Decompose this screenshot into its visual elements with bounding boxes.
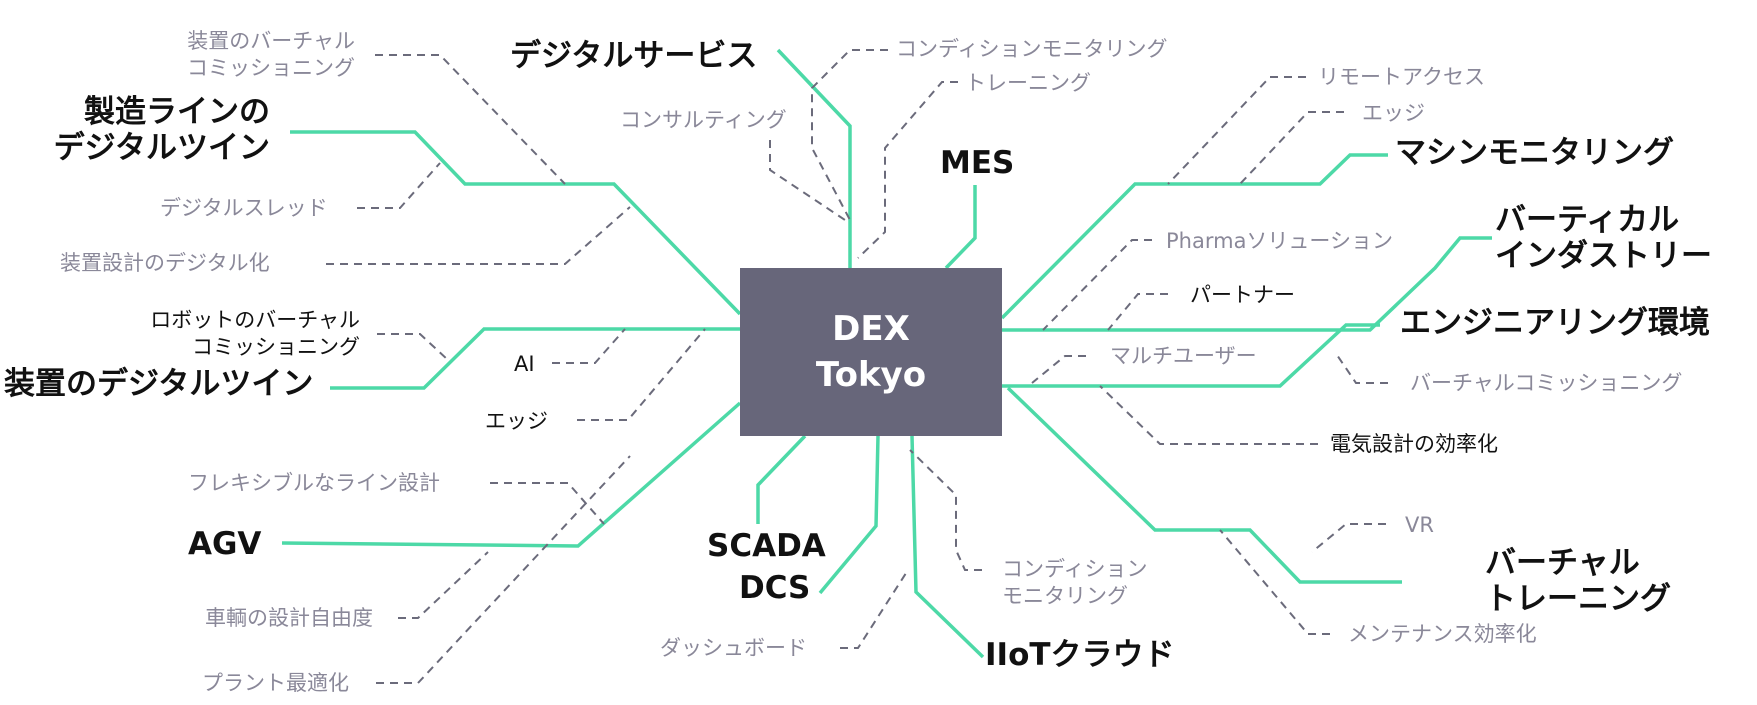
link-pharma-solution (1042, 239, 1152, 331)
link-dcs (818, 435, 880, 595)
sub-dashboard: ダッシュボード (660, 636, 807, 660)
sub-remote-access: リモートアクセス (1318, 65, 1485, 89)
sub-condition-monitoring-top: コンディションモニタリング (896, 37, 1168, 61)
topic-mes: MES (940, 145, 1015, 181)
link-partner (1107, 293, 1168, 331)
topic-agv: AGV (188, 526, 262, 562)
link-ai (552, 328, 626, 364)
link-machine-monitoring (1000, 153, 1388, 320)
sub-equip-design-digitalization: 装置設計のデジタル化 (60, 251, 270, 275)
sub-maintenance-efficiency: メンテナンス効率化 (1348, 622, 1537, 646)
link-equip-virtual-commissioning (375, 54, 566, 185)
link-plant-optimization (376, 455, 631, 684)
sub-edge-left: エッジ (485, 409, 548, 433)
sub-training: トレーニング (965, 71, 1091, 95)
link-consulting (769, 140, 849, 223)
link-multi-user (1031, 355, 1086, 384)
sub-plant-optimization: プラント最適化 (202, 671, 349, 695)
link-equipment-twin (330, 327, 740, 390)
topic-iiot-cloud: IIoTクラウド (985, 637, 1175, 673)
sub-pharma-solution: Pharmaソリューション (1166, 229, 1394, 253)
sub-edge-right: エッジ (1362, 101, 1425, 125)
topic-equipment-twin: 装置のデジタルツイン (4, 366, 314, 402)
link-digital-thread (357, 162, 441, 209)
topic-scada: SCADA (707, 528, 826, 564)
link-scada (756, 434, 807, 524)
link-mes (944, 185, 977, 270)
link-vr (1311, 523, 1386, 553)
topic-virtual-training: バーチャル トレーニング (1485, 545, 1671, 617)
link-edge-right (1239, 111, 1344, 185)
link-maintenance-efficiency (1219, 529, 1330, 635)
link-engineering-env (1002, 323, 1380, 388)
sub-vehicle-design-freedom: 車輌の設計自由度 (205, 606, 373, 630)
link-equip-design-digitalization (326, 206, 631, 265)
sub-ai: AI (514, 352, 535, 376)
topic-dcs: DCS (739, 570, 811, 606)
topic-machine-monitoring: マシンモニタリング (1395, 135, 1674, 171)
link-vertical-industry (1002, 236, 1492, 332)
hub-node: DEX Tokyo (740, 268, 1002, 436)
link-digital-services (776, 48, 852, 268)
link-robot-virtual-commissioning (377, 333, 449, 361)
link-line-twin (290, 130, 742, 316)
topic-line-twin: 製造ラインの デジタルツイン (53, 94, 270, 166)
sub-electrical-design-efficiency: 電気設計の効率化 (1330, 432, 1498, 456)
link-iiot (910, 435, 985, 659)
link-virtual-training (1006, 386, 1402, 584)
sub-vr: VR (1405, 513, 1434, 537)
link-condition-monitoring-bottom (909, 449, 982, 571)
link-condition-monitoring-top (811, 49, 888, 221)
link-dashboard (840, 569, 909, 649)
sub-digital-thread: デジタルスレッド (160, 196, 328, 220)
link-virtual-commissioning (1334, 351, 1388, 384)
link-agv (281, 401, 742, 548)
sub-robot-virtual-commissioning: ロボットのバーチャル コミッショニング (150, 308, 360, 359)
link-vehicle-design-freedom (398, 551, 489, 619)
link-electrical-design-efficiency (1099, 385, 1318, 445)
sub-equip-virtual-commissioning: 装置のバーチャル コミッショニング (187, 29, 355, 80)
topic-vertical-industry: バーティカル インダストリー (1495, 202, 1712, 274)
link-training (857, 81, 958, 259)
link-remote-access (1167, 76, 1306, 185)
link-edge-left (577, 328, 706, 421)
sub-multi-user: マルチユーザー (1110, 344, 1257, 368)
sub-condition-monitoring-bottom: コンディション モニタリング (1002, 557, 1148, 608)
sub-partner: パートナー (1190, 283, 1295, 307)
topic-engineering-env: エンジニアリング環境 (1400, 305, 1710, 341)
sub-flexible-line-design: フレキシブルなライン設計 (188, 471, 440, 495)
link-flexible-line-design (490, 482, 605, 525)
sub-consulting: コンサルティング (620, 108, 787, 132)
topic-digital-services: デジタルサービス (510, 38, 758, 74)
sub-virtual-commissioning: バーチャルコミッショニング (1410, 371, 1683, 395)
